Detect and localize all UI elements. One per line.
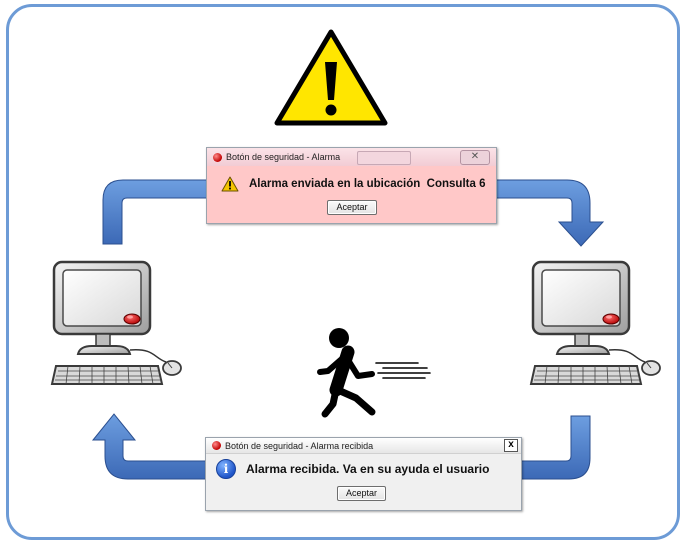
arrow-right-to-bottom bbox=[519, 415, 591, 480]
computer-icon bbox=[529, 260, 662, 386]
dialog-message: Alarma enviada en la ubicación Consulta … bbox=[249, 178, 486, 190]
message-row: i Alarma recibida. Va en su ayuda el usu… bbox=[216, 459, 489, 479]
warning-icon bbox=[274, 29, 388, 126]
close-button[interactable]: x bbox=[504, 439, 518, 452]
message-row: Alarma enviada en la ubicación Consulta … bbox=[221, 176, 485, 192]
arrow-top-to-right bbox=[493, 179, 605, 247]
accept-button[interactable]: Aceptar bbox=[337, 486, 386, 501]
ghost-window-tab bbox=[357, 151, 411, 165]
alarm-dot-icon bbox=[212, 441, 221, 450]
dialog-titlebar: Botón de seguridad - Alarma ✕ bbox=[207, 148, 496, 166]
arrow-left-to-top bbox=[102, 179, 211, 245]
close-button[interactable]: ✕ bbox=[460, 150, 490, 165]
warning-icon bbox=[221, 176, 239, 192]
alarm-dot-icon bbox=[213, 152, 222, 162]
dialog-title: Botón de seguridad - Alarma bbox=[226, 152, 341, 162]
arrow-bottom-to-left bbox=[91, 413, 209, 480]
alarm-sent-dialog: Botón de seguridad - Alarma ✕ Alarma env… bbox=[206, 147, 497, 224]
running-person-icon bbox=[317, 328, 431, 418]
accept-button[interactable]: Aceptar bbox=[327, 200, 377, 215]
dialog-titlebar: Botón de seguridad - Alarma recibida x bbox=[206, 438, 521, 454]
dialog-title: Botón de seguridad - Alarma recibida bbox=[225, 440, 374, 451]
dialog-message: Alarma recibida. Va en su ayuda el usuar… bbox=[246, 462, 490, 476]
computer-icon bbox=[50, 260, 183, 386]
alarm-received-dialog: Botón de seguridad - Alarma recibida x i… bbox=[205, 437, 522, 511]
info-icon: i bbox=[216, 459, 236, 479]
